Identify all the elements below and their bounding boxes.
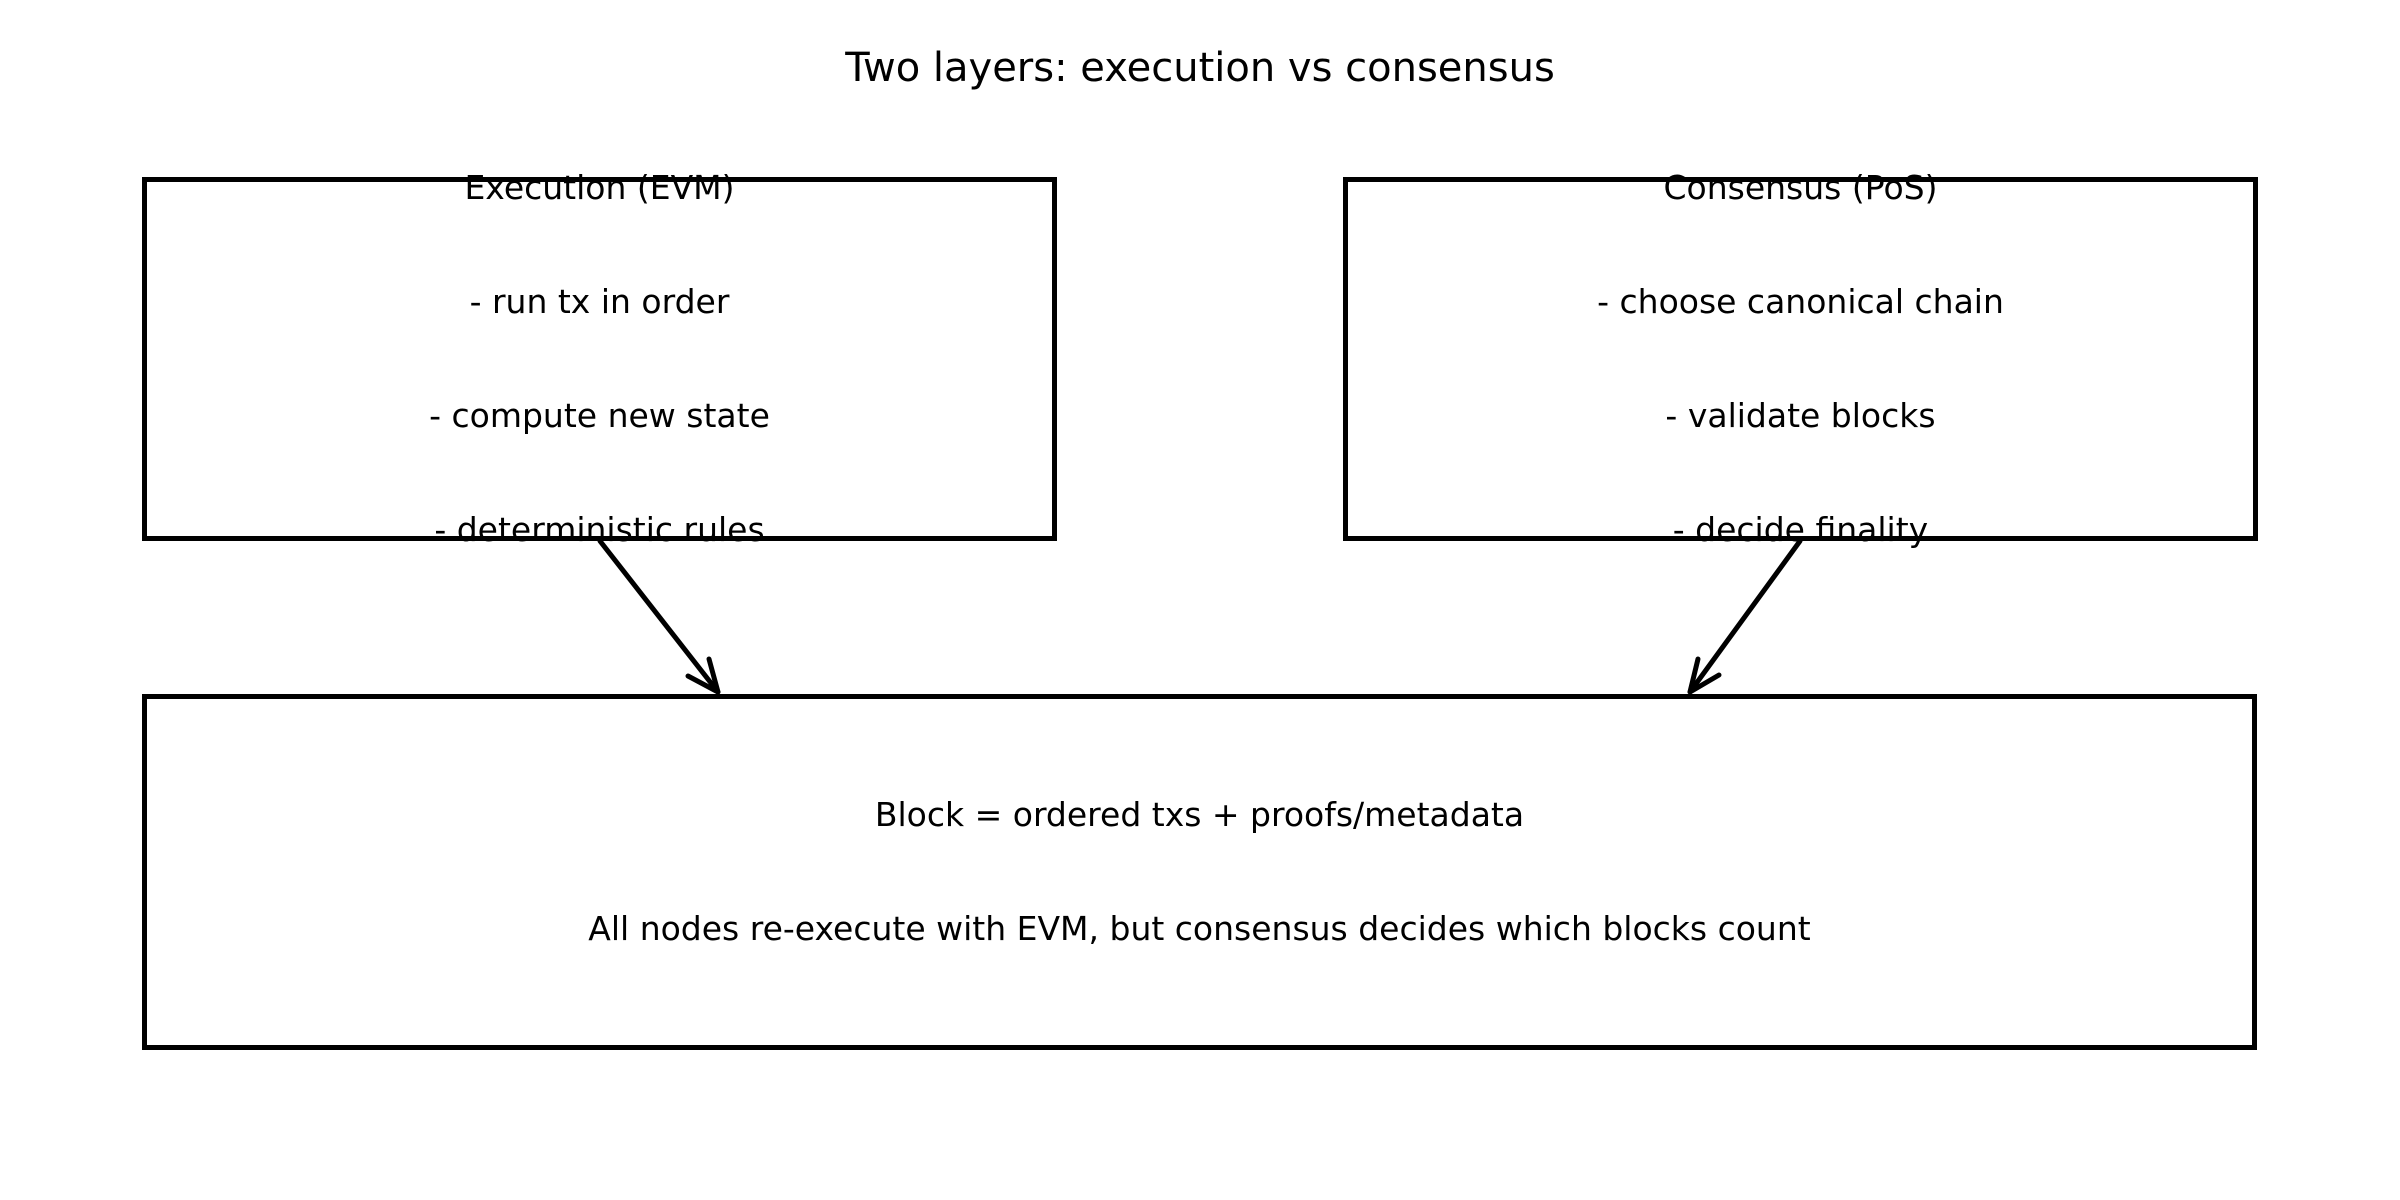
consensus-line-bullet-2: - validate blocks: [1665, 396, 1936, 435]
execution-box: Execution (EVM) - run tx in order - comp…: [142, 169, 1057, 549]
consensus-line-title: Consensus (PoS): [1663, 168, 1938, 207]
execution-line-bullet-2: - compute new state: [429, 396, 770, 435]
execution-line-bullet-1: - run tx in order: [469, 282, 730, 321]
block-box-text: Block = ordered txs + proofs/metadata Al…: [588, 720, 1810, 1024]
block-line-2: All nodes re-execute with EVM, but conse…: [588, 909, 1811, 948]
consensus-line-bullet-1: - choose canonical chain: [1597, 282, 2004, 321]
consensus-box: Consensus (PoS) - choose canonical chain…: [1343, 169, 2258, 549]
consensus-line-bullet-3: - decide finality: [1672, 510, 1929, 549]
execution-line-title: Execution (EVM): [464, 168, 735, 207]
execution-box-text: Execution (EVM) - run tx in order - comp…: [429, 93, 770, 625]
execution-line-bullet-3: - deterministic rules: [434, 510, 765, 549]
diagram-title: Two layers: execution vs consensus: [845, 45, 1555, 91]
consensus-box-text: Consensus (PoS) - choose canonical chain…: [1597, 93, 2004, 625]
block-box: Block = ordered txs + proofs/metadata Al…: [142, 694, 2257, 1050]
block-line-1: Block = ordered txs + proofs/metadata: [874, 795, 1525, 834]
